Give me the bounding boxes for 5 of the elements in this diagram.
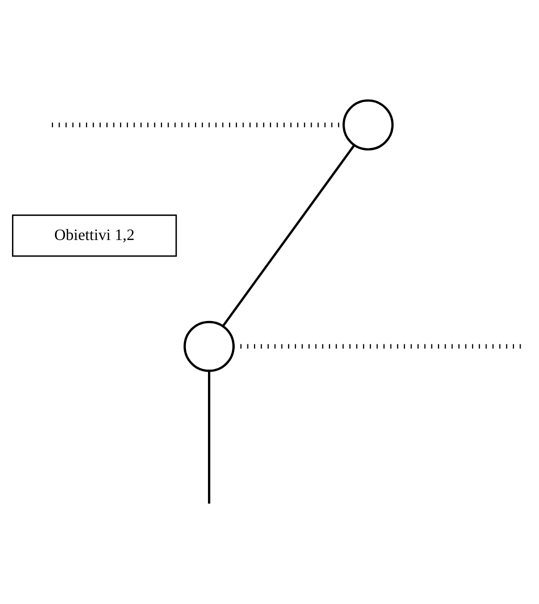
node-box: Obiettivi 1,2: [12, 214, 177, 256]
node-circle: [184, 320, 235, 372]
node-circle: [342, 98, 394, 150]
connector: [208, 370, 210, 504]
connector: [222, 144, 356, 326]
